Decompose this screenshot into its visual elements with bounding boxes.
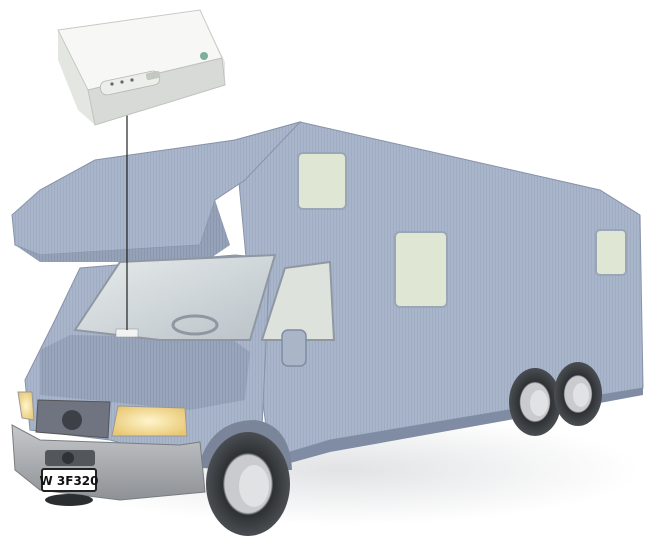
device-logo [200,52,208,60]
device-led-1 [110,82,113,85]
fog-emblem [62,452,74,464]
side-window-front [395,232,447,307]
rear-hub-2 [573,383,589,407]
headlight-right [112,406,187,436]
plate-base [45,494,93,506]
alcove-window [298,153,346,209]
mounted-device-marker [116,329,138,337]
side-mirror [282,330,306,366]
device-led-3 [130,78,133,81]
front-hub [239,465,269,507]
rear-hub-1 [530,390,548,416]
grille-emblem [62,410,82,430]
side-window-rear [596,230,626,275]
license-plate-text: W 3F320 [39,474,98,488]
device-led-2 [120,80,123,83]
tracking-device [58,10,225,125]
headlight-left [18,392,34,420]
